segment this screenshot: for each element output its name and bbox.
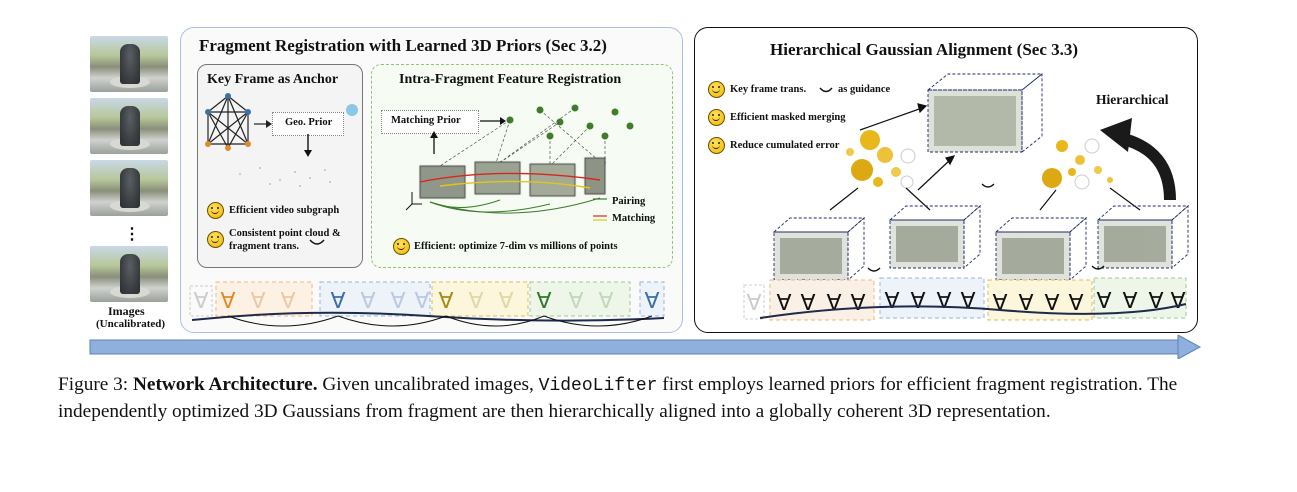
key-frame-graph-icon [205, 93, 358, 187]
intra-fragment-diagram [405, 104, 634, 221]
key-frame-benefit-2-line2: fragment trans. [229, 241, 299, 252]
svg-text:∀: ∀ [438, 288, 453, 313]
svg-text:∀: ∀ [468, 288, 483, 313]
smiley-icon-3 [393, 238, 410, 255]
timeline-arrow [89, 335, 1202, 359]
svg-text:∀: ∀ [220, 288, 235, 313]
svg-text:∀: ∀ [280, 288, 295, 313]
svg-text:∀: ∀ [776, 290, 791, 315]
matching-prior-label: Matching Prior [391, 115, 461, 126]
images-label: Images [108, 304, 145, 318]
images-ellipsis: ⋮ [124, 226, 140, 243]
fragment-registration-title: Fragment Registration with Learned 3D Pr… [199, 36, 607, 55]
svg-text:∀: ∀ [644, 288, 659, 313]
svg-text:∀: ∀ [390, 288, 405, 313]
bullet-key-frame-suffix: as guidance [838, 84, 891, 95]
bullet-merging: Efficient masked merging [730, 112, 846, 123]
intra-fragment-box [371, 64, 673, 268]
figure-caption: Figure 3: Network Architecture. Given un… [58, 372, 1228, 424]
intra-fragment-title: Intra-Fragment Feature Registration [399, 72, 622, 87]
input-image-2 [90, 98, 168, 154]
svg-text:∀: ∀ [1018, 290, 1033, 315]
svg-text:∀: ∀ [960, 288, 975, 313]
svg-text:∀: ∀ [936, 288, 951, 313]
caption-prefix: Figure 3: [58, 374, 133, 395]
key-frame-benefit-1: Efficient video subgraph [229, 205, 340, 216]
caption-mono: VideoLifter [538, 376, 658, 396]
input-image-3 [90, 160, 168, 216]
svg-text:∀: ∀ [826, 290, 841, 315]
fragment-timeline: ∀ ∀ ∀ ∀ ∀ ∀ ∀ ∀ ∀ ∀ ∀ ∀ ∀ ∀ ∀ [189, 281, 665, 327]
svg-text:∀: ∀ [800, 290, 815, 315]
smiley-icon-4 [708, 81, 725, 98]
svg-text:∀: ∀ [568, 288, 583, 313]
svg-text:∀: ∀ [536, 288, 551, 313]
svg-text:∀: ∀ [360, 288, 375, 313]
svg-text:∀: ∀ [1096, 288, 1111, 313]
key-frame-title: Key Frame as Anchor [207, 72, 339, 87]
legend-pairing: Pairing [612, 196, 646, 207]
smiley-icon-1 [207, 202, 224, 219]
geo-prior-label: Geo. Prior [285, 117, 333, 128]
hierarchical-alignment-title: Hierarchical Gaussian Alignment (Sec 3.3… [770, 40, 1079, 59]
hierarchical-label: Hierarchical [1096, 92, 1169, 107]
bullet-key-frame: Key frame trans. [730, 84, 807, 95]
svg-text:∀: ∀ [1148, 288, 1163, 313]
svg-text:∀: ∀ [598, 288, 613, 313]
svg-text:∀: ∀ [330, 288, 345, 313]
smiley-icon-2 [207, 231, 224, 248]
key-frame-benefit-2-line1: Consistent point cloud & [229, 228, 341, 239]
svg-text:∀: ∀ [884, 288, 899, 313]
svg-text:∀: ∀ [1068, 290, 1083, 315]
svg-text:∀: ∀ [414, 288, 429, 313]
caption-bold: Network Architecture. [132, 374, 318, 395]
smiley-icon-6 [708, 137, 725, 154]
svg-text:∀: ∀ [1122, 288, 1137, 313]
input-image-1 [90, 36, 168, 92]
svg-text:∀: ∀ [746, 290, 761, 315]
svg-text:∀: ∀ [250, 288, 265, 313]
svg-text:∀: ∀ [1170, 288, 1185, 313]
svg-text:∀: ∀ [498, 288, 513, 313]
legend-matching: Matching [612, 213, 656, 224]
bullet-error: Reduce cumulated error [730, 140, 840, 151]
transform-arc-icon [309, 239, 325, 245]
caption-text-2: first employs learned priors for efficie… [58, 374, 1178, 422]
caption-text-1: Given uncalibrated images, [317, 374, 539, 395]
hierarchical-gaussian-diagram: ∀ ∀∀∀∀ ∀∀∀∀ ∀∀∀∀ ∀∀∀∀ [743, 73, 1190, 321]
svg-text:∀: ∀ [910, 288, 925, 313]
matching-prior-box [381, 110, 479, 134]
svg-text:∀: ∀ [850, 290, 865, 315]
svg-text:∀: ∀ [1044, 290, 1059, 315]
geo-prior-down-arrow [304, 134, 312, 157]
smiley-icon-5 [708, 109, 725, 126]
intra-fragment-benefit: Efficient: optimize 7-dim vs millions of… [414, 241, 618, 252]
svg-text:∀: ∀ [193, 288, 208, 313]
input-image-4 [90, 246, 168, 302]
images-sublabel: (Uncalibrated) [96, 318, 166, 330]
transform-arc-icon-2 [819, 87, 833, 93]
